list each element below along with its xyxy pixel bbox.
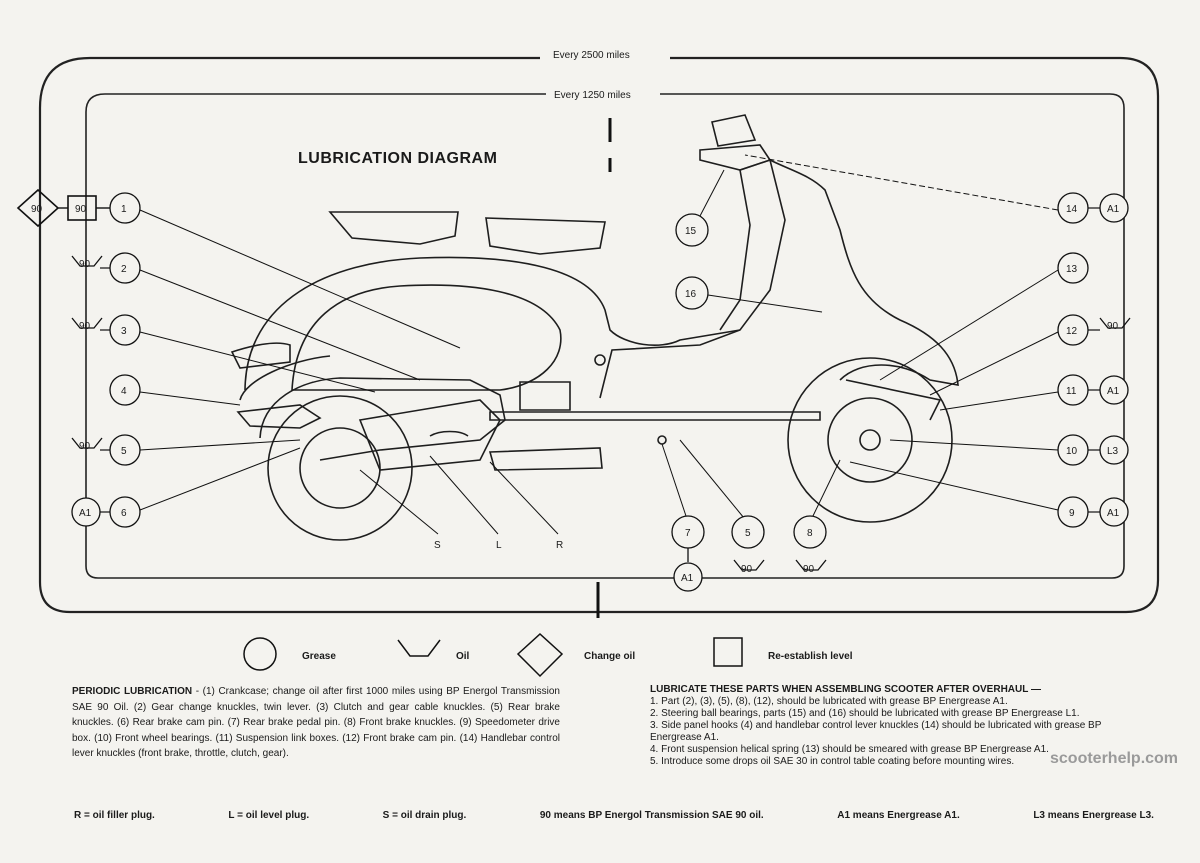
assembling-item: 2. Steering ball bearings, parts (15) an… bbox=[650, 708, 1080, 719]
svg-text:9: 9 bbox=[1069, 508, 1075, 519]
diagram-title: LUBRICATION DIAGRAM bbox=[298, 150, 497, 167]
svg-text:5: 5 bbox=[121, 446, 127, 457]
svg-text:16: 16 bbox=[685, 289, 697, 300]
footer-a1: A1 means Energrease A1. bbox=[837, 810, 960, 821]
left-callout-4: 4 bbox=[109, 374, 141, 406]
assembling-instructions: LUBRICATE THESE PARTS WHEN ASSEMBLING SC… bbox=[650, 684, 1135, 768]
oil-symbol bbox=[397, 639, 441, 657]
svg-text:90: 90 bbox=[79, 441, 91, 452]
left-callout-1: 1 bbox=[109, 192, 141, 224]
assembling-heading: LUBRICATE THESE PARTS WHEN ASSEMBLING SC… bbox=[650, 684, 1041, 695]
svg-text:90: 90 bbox=[741, 564, 753, 575]
footer-l3: L3 means Energrease L3. bbox=[1033, 810, 1154, 821]
outer-loop-2500 bbox=[38, 56, 1160, 614]
svg-text:2: 2 bbox=[121, 264, 127, 275]
scooter-drawing bbox=[230, 114, 959, 541]
svg-text:90: 90 bbox=[31, 204, 43, 215]
legend-reestablish-label: Re-establish level bbox=[768, 651, 853, 662]
svg-text:90: 90 bbox=[75, 204, 87, 215]
right-callout-9: 9 A1 bbox=[1057, 496, 1129, 528]
svg-text:1: 1 bbox=[121, 204, 127, 215]
svg-text:90: 90 bbox=[79, 321, 91, 332]
inner-loop-1250 bbox=[85, 93, 1125, 579]
change-oil-badge: 90 bbox=[16, 188, 60, 228]
footer-r: R = oil filler plug. bbox=[74, 810, 155, 821]
svg-text:14: 14 bbox=[1066, 204, 1078, 215]
svg-text:90: 90 bbox=[79, 259, 91, 270]
periodic-heading: PERIODIC LUBRICATION bbox=[72, 686, 193, 697]
svg-text:90: 90 bbox=[1107, 321, 1119, 332]
svg-text:6: 6 bbox=[121, 508, 127, 519]
left-leader-lines bbox=[139, 209, 461, 511]
svg-text:A1: A1 bbox=[681, 573, 694, 584]
callout-16: 16 bbox=[675, 276, 823, 313]
legend-oil-label: Oil bbox=[456, 651, 470, 662]
inner-loop-label: Every 1250 miles bbox=[554, 90, 631, 101]
filler-plug-label: R bbox=[556, 540, 563, 551]
left-callout-3: 3 90 bbox=[71, 314, 141, 346]
svg-text:A1: A1 bbox=[79, 508, 92, 519]
svg-text:10: 10 bbox=[1066, 446, 1078, 457]
svg-text:3: 3 bbox=[121, 326, 127, 337]
callout-8-bottom: 8 90 bbox=[793, 459, 841, 575]
svg-text:13: 13 bbox=[1066, 264, 1078, 275]
left-callouts: 1 2 90 3 90 4 5 90 6 A1 bbox=[71, 192, 141, 528]
left-callout-2: 2 90 bbox=[71, 252, 141, 284]
assembling-item: 3. Side panel hooks (4) and handlebar co… bbox=[650, 720, 1102, 743]
assembling-item: 5. Introduce some drops oil SAE 30 in co… bbox=[650, 756, 1015, 767]
legend-change-oil-label: Change oil bbox=[584, 651, 636, 662]
svg-text:8: 8 bbox=[807, 528, 813, 539]
legend-grease-label: Grease bbox=[302, 651, 336, 662]
periodic-body: - (1) Crankcase; change oil after first … bbox=[72, 686, 560, 759]
outer-loop-label: Every 2500 miles bbox=[553, 50, 630, 61]
reestablish-level-badge: 90 bbox=[67, 195, 97, 221]
svg-text:L3: L3 bbox=[1107, 446, 1119, 457]
svg-text:7: 7 bbox=[685, 528, 691, 539]
svg-text:15: 15 bbox=[685, 226, 697, 237]
plug-leader-lines bbox=[359, 455, 559, 535]
reestablish-level-symbol bbox=[713, 637, 743, 667]
right-callout-13: 13 bbox=[1057, 252, 1089, 284]
grease-symbol bbox=[243, 637, 277, 671]
svg-text:11: 11 bbox=[1066, 386, 1077, 397]
footer-90: 90 means BP Energol Transmission SAE 90 … bbox=[539, 810, 764, 821]
svg-text:5: 5 bbox=[745, 528, 751, 539]
left-callout-5: 5 90 bbox=[71, 434, 141, 466]
level-plug-label: L bbox=[496, 540, 502, 551]
svg-text:4: 4 bbox=[121, 386, 127, 397]
callout-7: 7 A1 bbox=[661, 443, 705, 592]
watermark: scooterhelp.com bbox=[1050, 750, 1179, 767]
svg-text:A1: A1 bbox=[1107, 204, 1120, 215]
callout-5-bottom: 5 90 bbox=[679, 439, 765, 575]
svg-text:A1: A1 bbox=[1107, 508, 1120, 519]
periodic-lubrication-text: PERIODIC LUBRICATION - (1) Crankcase; ch… bbox=[72, 684, 560, 762]
svg-text:12: 12 bbox=[1066, 326, 1078, 337]
left-callout-6: 6 A1 bbox=[71, 496, 141, 528]
assembling-item: 1. Part (2), (3), (5), (8), (12), should… bbox=[650, 696, 1008, 707]
drain-plug-label: S bbox=[434, 540, 441, 551]
right-callout-14: 14 A1 bbox=[1057, 192, 1129, 224]
svg-text:90: 90 bbox=[803, 564, 815, 575]
svg-text:A1: A1 bbox=[1107, 386, 1120, 397]
right-callout-11: 11 A1 bbox=[1057, 374, 1129, 406]
change-oil-symbol bbox=[516, 632, 564, 678]
callout-15: 15 bbox=[675, 169, 725, 247]
right-callout-10: 10 L3 bbox=[1057, 434, 1129, 466]
right-leader-lines bbox=[744, 154, 1059, 511]
footer-key: R = oil filler plug. L = oil level plug.… bbox=[74, 810, 1154, 821]
assembling-item: 4. Front suspension helical spring (13) … bbox=[650, 744, 1049, 755]
right-callout-12: 12 90 bbox=[1057, 314, 1131, 346]
footer-l: L = oil level plug. bbox=[228, 810, 310, 821]
footer-s: S = oil drain plug. bbox=[382, 810, 467, 821]
